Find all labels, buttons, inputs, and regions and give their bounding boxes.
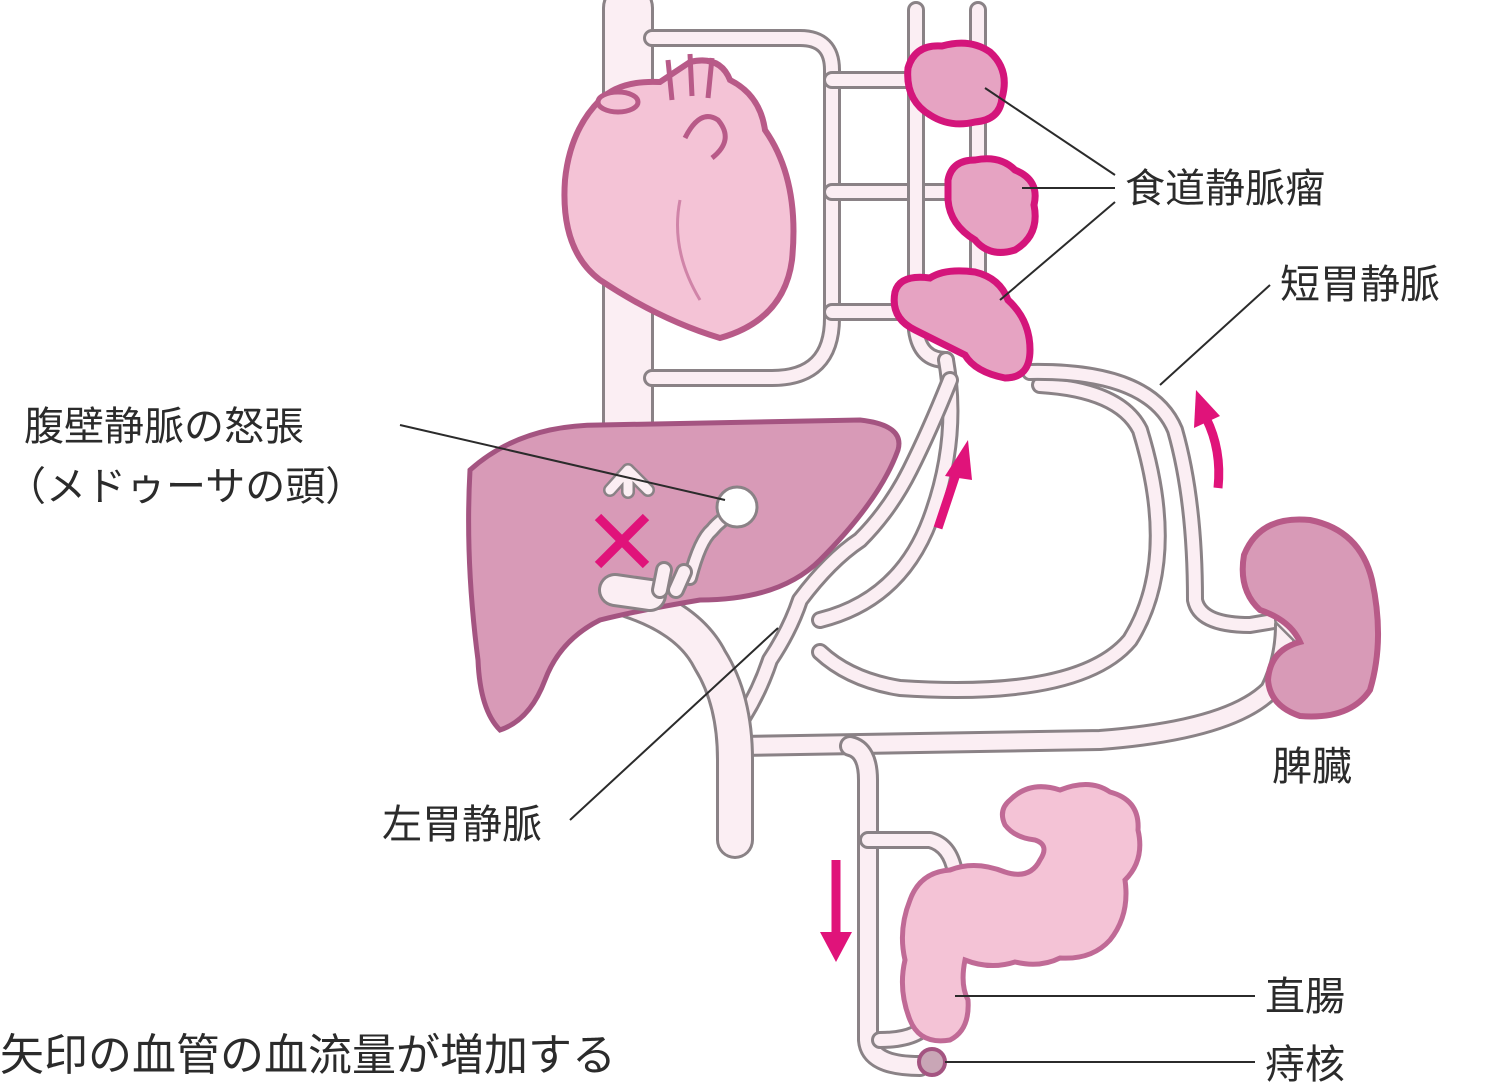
label-caput-medusae: （メドゥーサの頭） bbox=[6, 464, 365, 510]
label-rectum: 直腸 bbox=[1265, 974, 1345, 1020]
label-spleen: 脾臓 bbox=[1272, 744, 1352, 790]
label-short-gastric-vein: 短胃静脈 bbox=[1280, 262, 1440, 308]
label-left-gastric-vein: 左胃静脈 bbox=[382, 802, 542, 848]
label-abdominal-wall-vein: 腹壁静脈の怒張 bbox=[24, 404, 304, 450]
caput-medusae-marker bbox=[717, 487, 757, 527]
caption: 矢印の血管の血流量が増加する bbox=[0, 1030, 616, 1081]
hemorrhoid-marker bbox=[919, 1049, 945, 1075]
heart-icon bbox=[564, 54, 793, 338]
label-esophageal-varices: 食道静脈瘤 bbox=[1125, 166, 1325, 212]
flow-arrow-icon bbox=[1194, 390, 1220, 488]
colon-icon bbox=[902, 784, 1139, 1040]
flow-arrow-icon bbox=[820, 860, 852, 962]
label-hemorrhoid: 痔核 bbox=[1265, 1042, 1345, 1084]
